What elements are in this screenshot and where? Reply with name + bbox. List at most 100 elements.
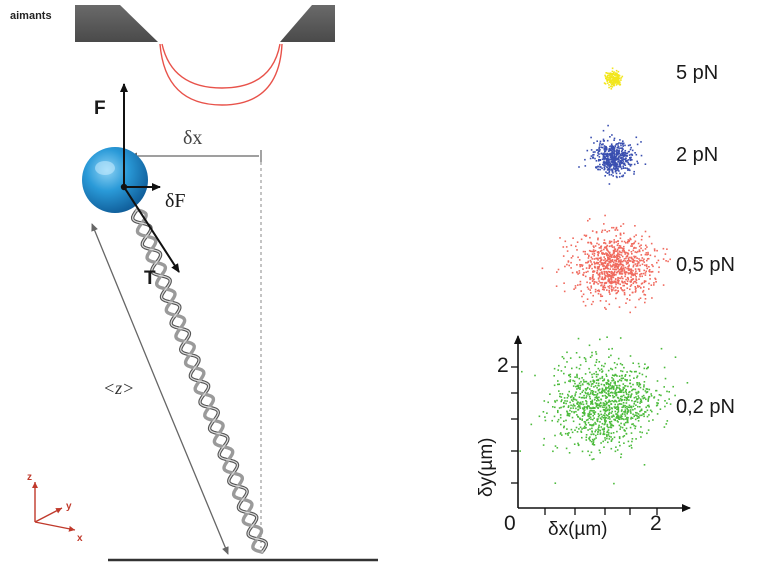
cloud-point xyxy=(577,442,579,445)
cloud-point xyxy=(626,287,629,289)
cloud-point xyxy=(625,389,627,391)
cloud-point xyxy=(591,253,594,255)
cloud-point xyxy=(604,258,606,260)
cloud-point xyxy=(597,382,600,385)
cloud-point xyxy=(560,400,562,403)
cloud-point xyxy=(622,145,624,147)
cloud-point xyxy=(594,151,596,153)
cloud-point xyxy=(607,163,609,165)
cloud-point xyxy=(616,282,619,284)
cloud-point xyxy=(583,425,586,428)
cloud-point xyxy=(646,258,649,260)
cloud-point xyxy=(630,260,632,262)
cloud-point xyxy=(632,264,635,267)
cloud-point xyxy=(584,253,586,255)
cloud-point xyxy=(606,249,608,251)
cloud-point xyxy=(613,268,616,271)
cloud-point xyxy=(614,418,616,421)
cloud-point xyxy=(638,383,641,386)
cloud-point xyxy=(618,74,620,77)
cloud-point xyxy=(615,264,617,266)
cloud-point xyxy=(596,270,599,272)
cloud-point xyxy=(553,384,556,387)
cloud-point xyxy=(628,239,631,242)
field-line-inner xyxy=(161,43,281,89)
cloud-point xyxy=(595,434,597,437)
cloud-point xyxy=(637,286,639,288)
cloud-point xyxy=(585,439,588,441)
cloud-point xyxy=(604,274,607,277)
cloud-point xyxy=(589,436,591,438)
cloud-point xyxy=(609,76,612,79)
transverse-force-label-text: δF xyxy=(165,190,186,212)
cloud-point xyxy=(593,380,596,382)
cloud-point xyxy=(644,411,646,413)
cloud-point xyxy=(577,384,580,387)
cloud-point xyxy=(588,254,590,257)
cloud-point xyxy=(572,255,574,257)
cloud-point xyxy=(621,149,624,151)
cloud-point xyxy=(583,412,585,415)
cloud-point xyxy=(618,142,620,144)
cloud-point xyxy=(614,157,617,160)
cloud-point xyxy=(592,383,594,385)
cloud-point xyxy=(625,271,627,273)
cloud-point xyxy=(607,387,609,389)
cloud-point xyxy=(542,444,545,446)
cloud-point xyxy=(638,365,641,368)
cloud-point xyxy=(646,432,648,435)
cloud-point xyxy=(604,404,606,407)
cloud-point xyxy=(599,421,601,423)
cloud-point xyxy=(589,259,592,262)
cloud-point xyxy=(620,147,622,149)
cloud-point xyxy=(608,421,611,423)
cloud-point xyxy=(610,424,612,427)
cloud-point xyxy=(637,261,639,263)
cloud-point xyxy=(624,413,626,415)
cloud-point xyxy=(633,396,636,399)
cloud-point xyxy=(556,271,558,273)
cloud-point xyxy=(646,254,648,256)
cloud-point xyxy=(585,436,588,439)
cloud-point xyxy=(587,382,590,385)
cloud-point xyxy=(579,403,581,405)
cloud-point xyxy=(633,370,636,373)
cloud-label-5pN: 5 pN xyxy=(676,62,719,84)
cloud-point xyxy=(593,283,595,285)
cloud-point xyxy=(631,389,633,392)
cloud-point xyxy=(592,390,595,393)
cloud-2 xyxy=(541,214,671,314)
cloud-point xyxy=(596,268,599,270)
cloud-point xyxy=(613,271,616,274)
cloud-point xyxy=(581,412,584,414)
cloud-point xyxy=(612,251,615,254)
cloud-point xyxy=(640,283,643,285)
cloud-point xyxy=(603,289,605,291)
cloud-point xyxy=(592,250,595,253)
cloud-point xyxy=(612,379,615,382)
cloud-point xyxy=(610,392,612,394)
cloud-point xyxy=(617,158,619,161)
cloud-point xyxy=(644,253,647,256)
cloud-point xyxy=(624,374,627,376)
cloud-point xyxy=(577,415,579,418)
cloud-point xyxy=(608,159,610,162)
cloud-point xyxy=(611,169,614,172)
bead-center-dot xyxy=(120,183,128,191)
cloud-point xyxy=(590,149,593,151)
cloud-point xyxy=(606,82,609,84)
cloud-point xyxy=(597,152,599,154)
cloud-point xyxy=(659,408,662,410)
cloud-point xyxy=(619,172,621,175)
cloud-point xyxy=(644,264,646,267)
cloud-point xyxy=(604,277,607,279)
cloud-point xyxy=(619,362,622,365)
cloud-point xyxy=(603,416,606,418)
cloud-point xyxy=(576,241,579,243)
cloud-point xyxy=(591,391,594,394)
cloud-point xyxy=(611,379,613,382)
cloud-point xyxy=(603,148,606,151)
cloud-point xyxy=(648,282,650,285)
cloud-point xyxy=(598,289,600,291)
cloud-point xyxy=(611,424,614,427)
